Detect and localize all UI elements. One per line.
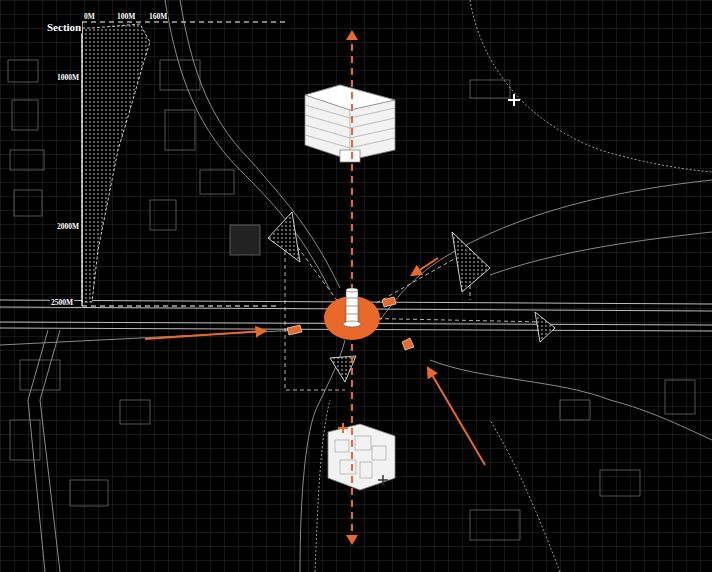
depth-mark: 1000M <box>56 74 80 82</box>
tower <box>343 288 361 327</box>
scale-mark: 100M <box>116 13 136 21</box>
depth-mark: 2500M <box>50 299 74 307</box>
section-title: Section <box>46 22 82 33</box>
section-profile <box>82 22 285 306</box>
scale-mark: 160M <box>148 13 168 21</box>
building-north <box>305 85 395 162</box>
depth-mark: 2000M <box>56 223 80 231</box>
building-south <box>328 423 395 490</box>
scale-mark: 0M <box>83 13 96 21</box>
